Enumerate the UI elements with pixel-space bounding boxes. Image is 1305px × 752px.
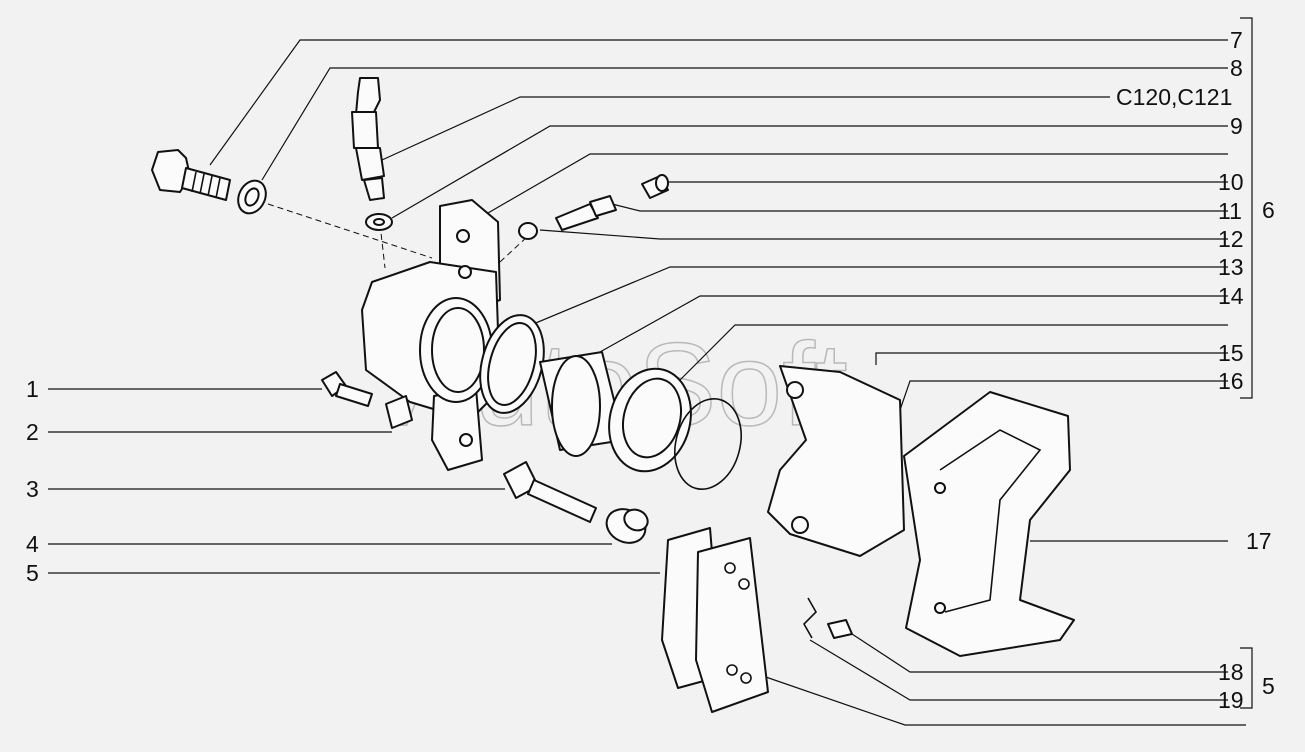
- caliper-body: [361, 199, 501, 471]
- callout-9: 9: [1230, 113, 1243, 139]
- guide-pin: [503, 461, 597, 523]
- sealing-washer: [237, 179, 267, 215]
- callout-8: 8: [1230, 55, 1243, 81]
- callout-11: 11: [1218, 198, 1242, 224]
- callout-14: 14: [1218, 283, 1244, 309]
- callout-10: 10: [1218, 169, 1244, 195]
- callout-labels: 1 2 3 4 5 7 8 C120,C121 9 10 11 12 13 14…: [26, 27, 1275, 713]
- callout-17: 17: [1246, 528, 1272, 554]
- anchor-bracket: [903, 391, 1075, 657]
- dust-boot: [608, 367, 692, 473]
- retaining-ring: [674, 398, 742, 490]
- callout-15: 15: [1218, 340, 1244, 366]
- callout-16: 16: [1218, 368, 1244, 394]
- small-bolt: [827, 619, 853, 639]
- small-seal: [518, 222, 538, 240]
- lock-plate: [385, 395, 413, 429]
- leader-lines: [48, 17, 1253, 726]
- callout-c120: C120,C121: [1116, 84, 1232, 110]
- callout-2: 2: [26, 419, 39, 445]
- group-label-5: 5: [1262, 673, 1275, 699]
- brake-pads: [661, 527, 769, 713]
- guide-pin-boot: [605, 508, 649, 544]
- callout-4: 4: [26, 531, 39, 557]
- guide-bolt: [321, 371, 373, 407]
- banjo-bolt: [151, 149, 231, 201]
- bleeder-valve: [555, 195, 617, 231]
- callout-5: 5: [26, 560, 39, 586]
- callout-18: 18: [1218, 659, 1244, 685]
- callout-13: 13: [1218, 254, 1244, 280]
- callout-1: 1: [26, 376, 39, 402]
- callout-3: 3: [26, 476, 39, 502]
- piston: [539, 351, 625, 457]
- piston-seal: [479, 314, 545, 414]
- bleeder-cap: [641, 174, 669, 199]
- wear-sensor: [351, 77, 385, 201]
- spring-clip: [803, 597, 817, 639]
- callout-19: 19: [1218, 687, 1244, 713]
- caliper-frame: [767, 365, 905, 557]
- callout-12: 12: [1218, 226, 1244, 252]
- group-label-6: 6: [1262, 197, 1275, 223]
- callout-7: 7: [1230, 27, 1243, 53]
